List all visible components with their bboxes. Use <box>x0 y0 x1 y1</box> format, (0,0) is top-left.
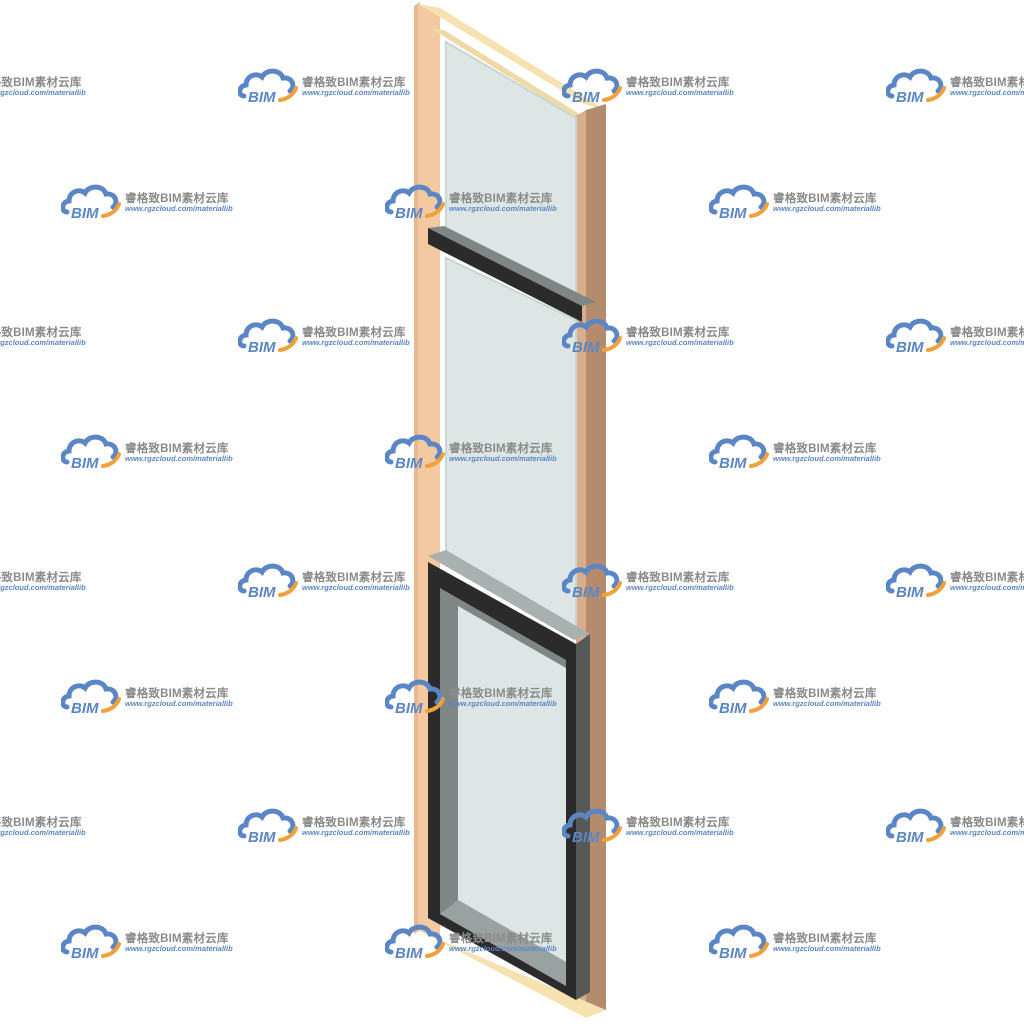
frame-head-face <box>430 28 586 118</box>
lower-glass-pane <box>458 606 566 962</box>
frame-sill <box>418 930 606 1018</box>
sash-reveal-bottom <box>440 900 566 986</box>
sash-frame-side <box>576 634 590 1000</box>
sash-reveal-top <box>428 550 590 640</box>
transom-bar-face <box>428 228 582 322</box>
frame-head-top <box>418 4 606 110</box>
transom-bar-top <box>428 226 596 306</box>
